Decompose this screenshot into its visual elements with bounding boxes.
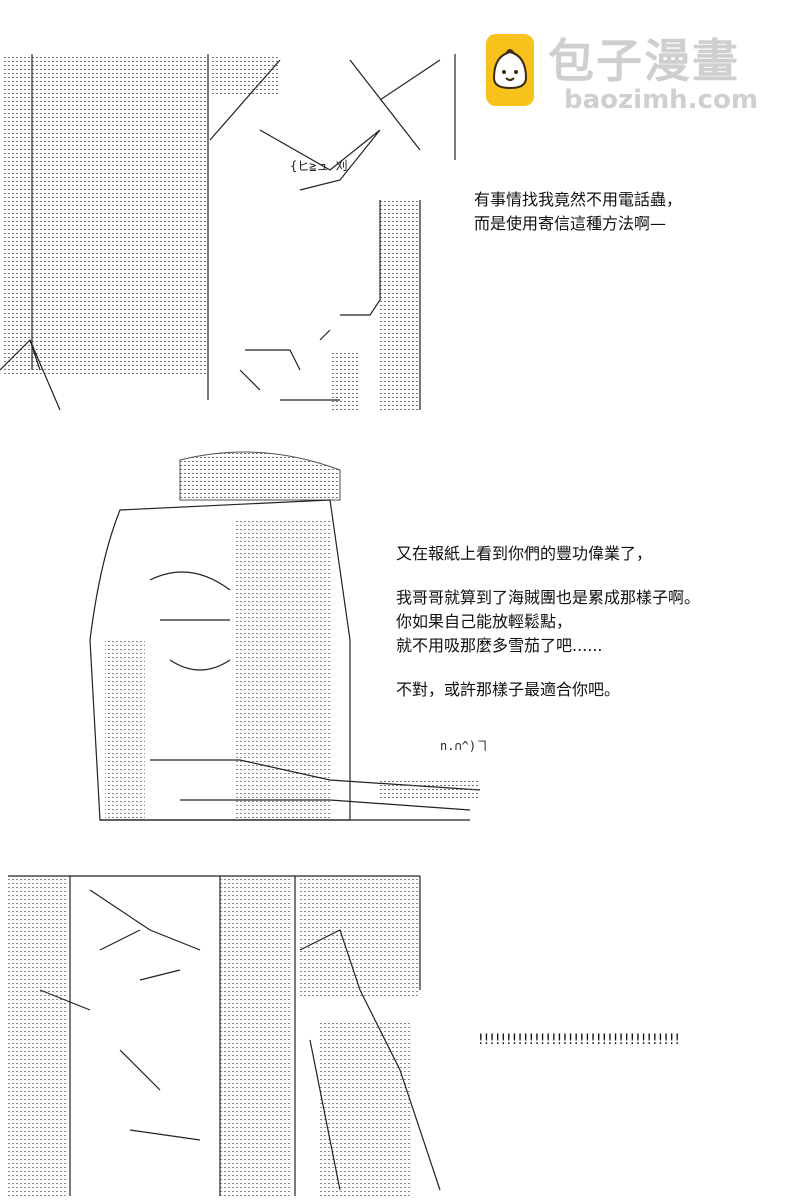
caption-panel-2: 又在報紙上看到你們的豐功偉業了， 我哥哥就算到了海賊團也是累成那樣子啊。 你如果… [396,542,700,702]
caption-line: !!!!!!!!!!!!!!!!!!!!!!!!!!!!!!!!!!!! [478,1032,681,1048]
bun-logo-icon [486,34,534,106]
caption-line: 就不用吸那麼多雪茄了吧...... [396,636,603,655]
svg-text:n.∩^)ヿ: n.∩^)ヿ [440,739,488,753]
panel-1-illustration: {ヒ≧ュ 刈 [0,54,456,411]
ascii-art-panel-3 [0,870,460,1200]
panel-3-illustration [8,875,441,1196]
panel-2-illustration: n.∩^)ヿ [89,451,488,821]
watermark-url: baozimh.com [564,85,758,115]
ascii-art-panel-1: {ヒ≧ュ 刈 [0,40,470,420]
ascii-art-panel-2: n.∩^)ヿ [0,440,490,840]
caption-panel-1: 有事情找我竟然不用電話蟲， 而是使用寄信這種方法啊— [474,188,682,236]
caption-line: 你如果自己能放輕鬆點， [396,612,573,631]
watermark-title: 包子漫畫 [548,34,740,88]
caption-line: 有事情找我竟然不用電話蟲， [474,190,683,209]
caption-panel-3: !!!!!!!!!!!!!!!!!!!!!!!!!!!!!!!!!!!! [478,1028,680,1052]
caption-line: 又在報紙上看到你們的豐功偉業了， [396,544,653,563]
caption-line: 不對，或許那樣子最適合你吧。 [396,680,621,699]
watermark: 包子漫畫 baozimh.com [486,34,786,114]
caption-line: 我哥哥就算到了海賊團也是累成那樣子啊。 [396,588,701,607]
svg-text:{ヒ≧ュ 刈: {ヒ≧ュ 刈 [290,159,348,173]
caption-line: 而是使用寄信這種方法啊— [474,214,667,233]
